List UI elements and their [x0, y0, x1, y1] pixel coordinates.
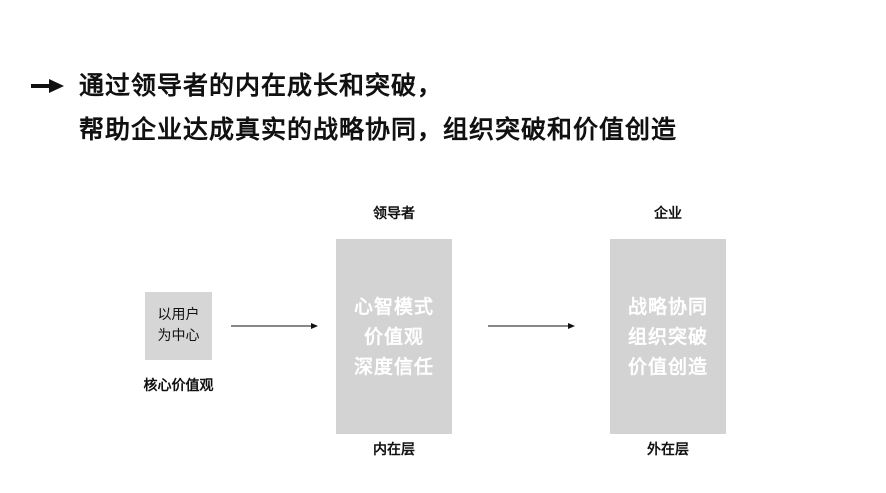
- user-center-line-2: 为中心: [157, 328, 200, 344]
- flow-arrow-to-leader: [231, 323, 318, 329]
- flow-arrow-to-enterprise: [488, 323, 575, 329]
- enterprise-panel: 战略协同 组织突破 价值创造: [610, 239, 726, 434]
- leader-item: 价值观: [363, 325, 424, 348]
- leader-panel: 心智模式 价值观 深度信任: [336, 239, 452, 434]
- outer-layer-label: 外在层: [647, 442, 689, 458]
- enterprise-label: 企业: [654, 206, 682, 222]
- right-arrow-icon: [31, 79, 64, 93]
- headline-line-1: 通过领导者的内在成长和突破，: [79, 71, 444, 100]
- inner-layer-label: 内在层: [373, 442, 415, 458]
- core-values-caption: 核心价值观: [143, 378, 214, 394]
- enterprise-item: 战略协同: [627, 295, 708, 318]
- user-center-line-1: 以用户: [157, 307, 200, 323]
- headline-line-2: 帮助企业达成真实的战略协同，组织突破和价值创造: [79, 115, 678, 144]
- enterprise-item: 组织突破: [627, 325, 708, 348]
- leader-item: 深度信任: [353, 355, 434, 378]
- leader-label: 领导者: [373, 206, 415, 222]
- leader-item: 心智模式: [353, 295, 434, 318]
- user-center-box: 以用户 为中心: [145, 292, 212, 360]
- enterprise-item: 价值创造: [627, 355, 708, 378]
